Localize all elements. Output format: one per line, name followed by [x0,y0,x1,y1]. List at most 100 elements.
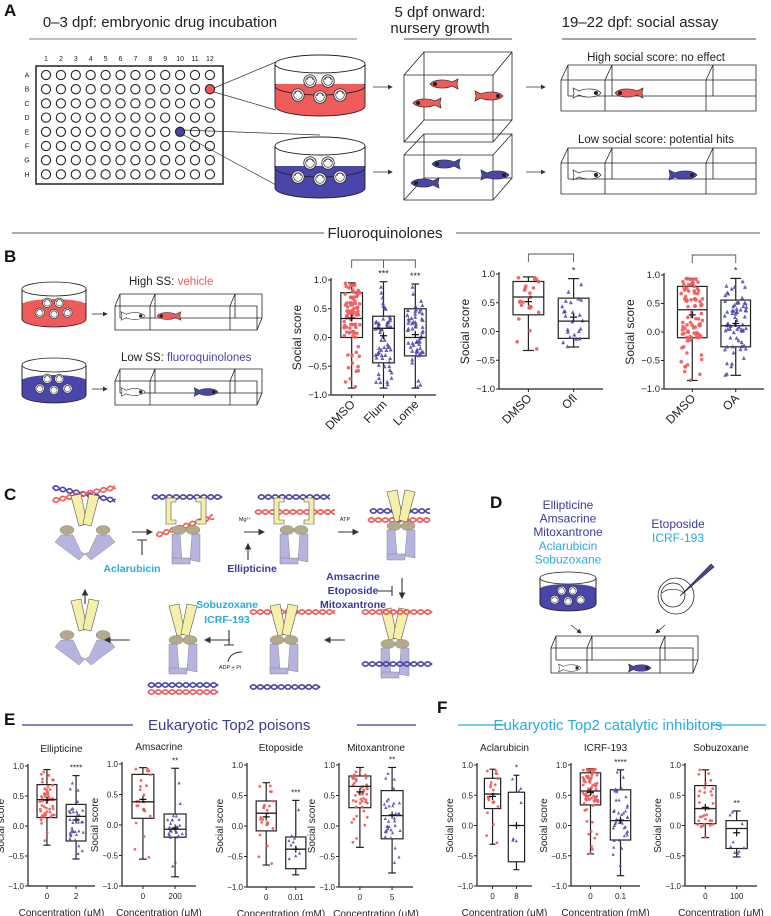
plate-well [204,112,216,123]
data-point [615,770,619,774]
data-point [584,780,587,784]
data-point [563,298,568,303]
data-point [416,378,421,383]
data-point [489,785,492,789]
data-point [381,316,386,321]
data-point [357,302,362,306]
data-point [729,286,734,291]
plate-well [174,140,186,152]
plate-well [204,84,216,95]
data-point [410,348,415,353]
high-ss-label: High SS: vehicle [129,276,213,288]
x-tick-label: 0 [358,893,363,902]
plate-well [130,140,141,152]
data-point [351,783,355,787]
panel-label-d: D [490,493,502,512]
data-point [351,334,355,339]
data-point [420,324,425,329]
plate-well [40,155,52,166]
data-point [730,310,735,315]
data-point [365,786,369,790]
data-point [348,322,353,327]
data-point [723,293,728,298]
data-point [522,288,527,292]
data-point [486,811,489,815]
data-point [692,296,697,301]
data-point [382,802,386,806]
data-point [698,815,702,819]
y-tick-label: 0.0 [462,822,474,831]
data-point [175,824,179,828]
y-tick-label: 0.5 [324,792,336,801]
y-tick-label: −0.5 [8,852,24,861]
data-point [388,356,393,361]
data-point [168,835,173,839]
data-point [43,795,47,798]
plate-row-label: F [25,144,29,151]
data-point [417,309,422,314]
data-point [177,817,181,821]
plate-well [100,140,111,152]
n-gate [195,497,207,525]
data-point [67,809,71,813]
data-point [73,838,77,842]
data-point [40,795,43,798]
data-point [385,342,390,347]
data-point [353,384,358,389]
plate-well [100,112,111,123]
data-point [167,825,172,829]
significance-label: ** [389,755,395,764]
data-point [147,855,151,859]
data-point [592,799,596,803]
dish-treated [274,136,366,199]
plate-well [204,155,216,166]
plate-well [40,112,52,123]
data-point [47,774,51,777]
data-point [377,375,382,380]
data-point [740,821,744,826]
data-point [744,304,749,309]
data-point [595,773,599,777]
panel-label-b: B [4,247,16,266]
data-point [702,822,706,826]
data-point [692,284,697,289]
data-point [690,336,694,340]
data-point [392,816,396,820]
data-point [350,301,354,306]
data-point [724,283,729,288]
data-point [386,797,391,801]
data-point [347,326,352,330]
data-point [688,283,693,287]
data-point [742,284,747,289]
data-point [39,809,43,813]
data-point [385,322,390,327]
data-point [170,818,174,822]
data-point [726,291,731,296]
data-point [374,319,379,324]
data-point [379,353,384,358]
data-point [142,835,146,838]
data-point [394,811,398,815]
plate-well [55,98,67,109]
data-point [741,327,746,332]
data-point [414,339,419,344]
y-tick-label: −1.0 [665,882,681,891]
drug-amsacrine: Amsacrine [326,571,380,583]
data-point [613,789,617,793]
data-point [353,299,357,303]
data-point [364,776,368,780]
data-point [71,810,75,814]
c-gate [279,557,299,565]
x-axis-label: Concentration (mM) [561,908,649,916]
mean-marker [380,332,387,340]
data-point [523,284,528,288]
data-point [393,823,397,827]
data-point [406,320,411,325]
comparison-bracket [527,253,575,262]
plate-well [85,155,96,166]
data-point [38,807,42,811]
data-point [730,810,734,814]
data-point [741,355,746,360]
x-tick-label: DMSO [663,391,698,426]
x-tick-label: DMSO [322,397,357,432]
